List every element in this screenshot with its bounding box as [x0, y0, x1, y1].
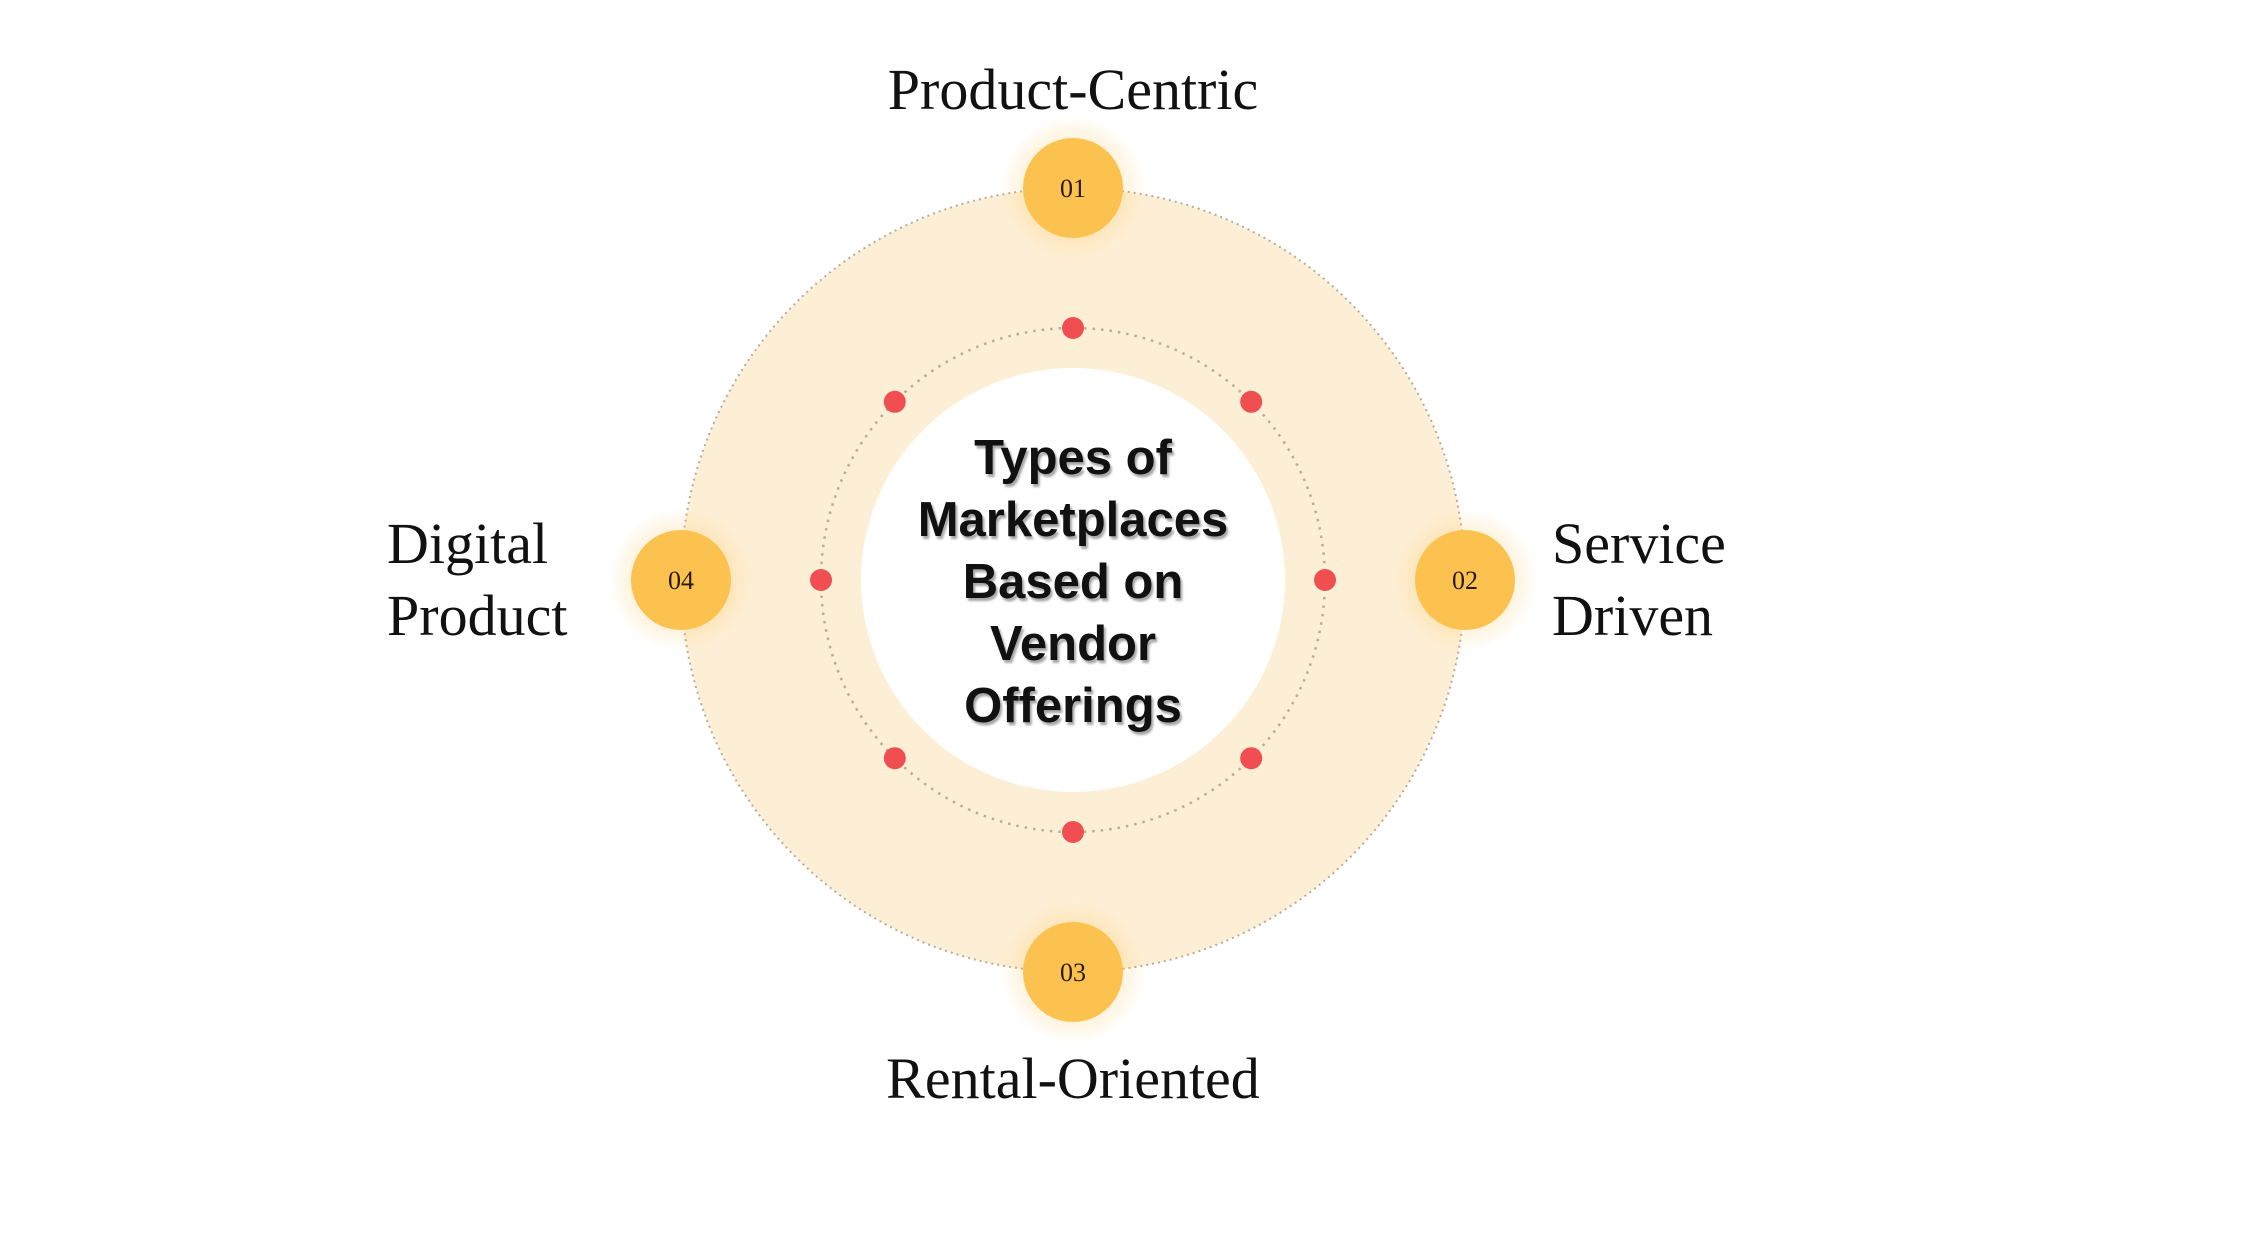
badge-number: 01	[1060, 174, 1086, 203]
center-title-line: Based on	[962, 555, 1184, 609]
badge-circle	[1023, 922, 1123, 1022]
orbit-dot	[883, 747, 906, 770]
badge-04: 04	[609, 508, 753, 652]
badge-circle	[631, 530, 731, 630]
badge-02: 02	[1393, 508, 1537, 652]
orbit-dot	[1062, 317, 1084, 339]
center-title-line: Marketplaces	[917, 493, 1229, 547]
badge-03: 03	[1001, 900, 1145, 1044]
orbit-dot	[1314, 569, 1336, 591]
badge-circle	[1415, 530, 1515, 630]
center-title-line: Vendor	[989, 617, 1157, 671]
orbit-dot	[883, 390, 906, 413]
orbit-dot	[1062, 821, 1084, 843]
center-title-line: Types of	[974, 431, 1172, 485]
label-product-centric: Product-Centric	[0, 54, 2146, 126]
label-line: Rental-Oriented	[886, 1046, 1260, 1111]
label-line: Product-Centric	[887, 57, 1259, 122]
center-title: Types of Marketplaces Based on Vendor Of…	[863, 427, 1283, 737]
center-disc	[861, 368, 1285, 792]
orbit-dots	[810, 317, 1336, 843]
label-line: Digital	[387, 511, 549, 576]
badge-number: 04	[668, 566, 694, 595]
orbit-dot	[1240, 747, 1263, 770]
orbit-dot	[1240, 390, 1263, 413]
number-badges: 01 02 03 04	[609, 116, 1537, 1044]
label-line: Service	[1552, 511, 1726, 576]
label-digital-product: Digital Product	[387, 508, 567, 652]
badge-number: 03	[1060, 958, 1086, 987]
label-service-driven: Service Driven	[1552, 508, 1726, 652]
label-rental-oriented: Rental-Oriented	[0, 1043, 2146, 1115]
label-line: Driven	[1552, 583, 1714, 648]
label-line: Product	[387, 583, 568, 648]
orbit-dot	[810, 569, 832, 591]
badge-01: 01	[1001, 116, 1145, 260]
badge-circle	[1023, 138, 1123, 238]
center-title-line: Offerings	[964, 679, 1182, 733]
badge-number: 02	[1452, 566, 1478, 595]
